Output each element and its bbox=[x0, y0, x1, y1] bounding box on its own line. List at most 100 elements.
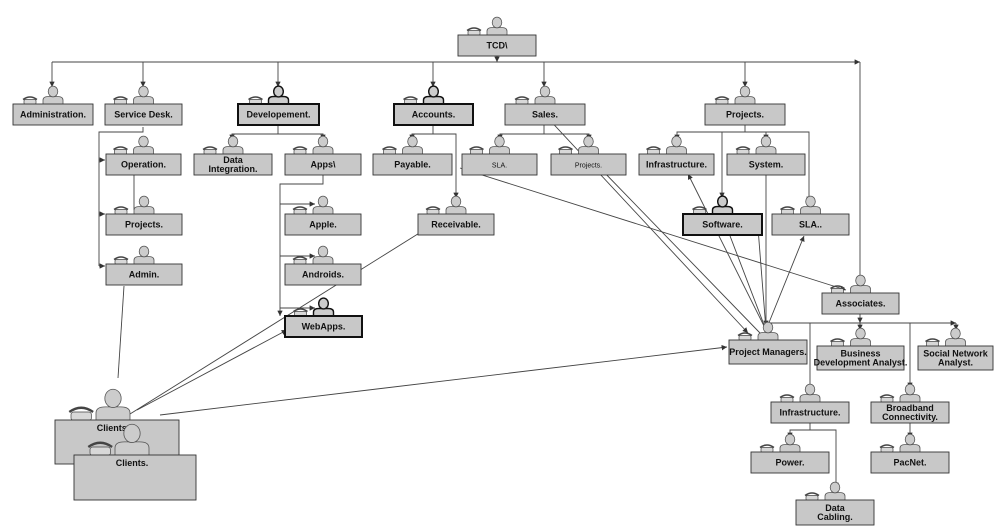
node-label-line: Clients. bbox=[97, 423, 130, 433]
phone-icon bbox=[514, 96, 530, 105]
org-connector bbox=[278, 133, 326, 140]
node-label: SLA. bbox=[492, 163, 507, 170]
node-label: Software. bbox=[702, 220, 743, 230]
node-label-line: Sales. bbox=[532, 110, 558, 120]
node-label-line: Data bbox=[825, 503, 846, 513]
phone-icon bbox=[759, 444, 775, 453]
service-desk-bracket bbox=[98, 127, 144, 266]
relation-line bbox=[117, 285, 125, 379]
node-payable: Payable. bbox=[372, 135, 453, 176]
node-box bbox=[104, 103, 183, 126]
node-label-line: Analyst. bbox=[938, 358, 973, 368]
relation-line bbox=[599, 167, 761, 334]
phone-icon bbox=[879, 444, 895, 453]
node-box bbox=[726, 153, 806, 176]
person-icon bbox=[133, 135, 154, 155]
node-clients-front: Clients. bbox=[73, 423, 197, 501]
node-box bbox=[237, 103, 320, 126]
node-administration: Administration. bbox=[12, 85, 94, 126]
person-icon bbox=[312, 245, 334, 265]
node-box bbox=[105, 213, 183, 236]
node-label: Projects. bbox=[726, 110, 764, 120]
person-icon bbox=[312, 135, 334, 155]
node-label: Apple. bbox=[309, 220, 337, 230]
phone-icon bbox=[830, 285, 845, 294]
person-icon bbox=[757, 321, 779, 341]
person-icon bbox=[824, 481, 846, 501]
person-icon bbox=[666, 135, 687, 155]
node-box bbox=[284, 263, 362, 286]
person-icon bbox=[402, 135, 423, 155]
phone-icon bbox=[925, 338, 940, 347]
node-box bbox=[795, 499, 875, 526]
person-icon bbox=[422, 85, 445, 106]
person-icon bbox=[133, 195, 155, 215]
node-label-line: Clients. bbox=[116, 458, 149, 468]
node-label-line: Payable. bbox=[394, 160, 431, 170]
person-icon bbox=[945, 327, 966, 347]
node-label-line: Apple. bbox=[309, 220, 337, 230]
person-icon bbox=[95, 388, 131, 421]
node-box bbox=[393, 103, 474, 126]
phone-icon bbox=[113, 96, 128, 105]
node-box bbox=[284, 153, 362, 176]
node-label: SLA.. bbox=[799, 220, 822, 230]
node-box bbox=[12, 103, 94, 126]
node-label-line: Admin. bbox=[129, 270, 160, 280]
relation-line bbox=[726, 227, 767, 331]
person-icon bbox=[734, 85, 756, 105]
node-label-line: Broadband bbox=[886, 403, 934, 413]
node-label: WebApps. bbox=[302, 322, 346, 332]
person-icon bbox=[133, 85, 154, 105]
person-icon bbox=[486, 16, 508, 36]
org-connector bbox=[674, 125, 746, 140]
node-label-line: Business bbox=[840, 349, 880, 359]
node-box bbox=[457, 34, 537, 57]
node-label-line: Infrastructure. bbox=[779, 408, 840, 418]
node-label-line: Associates. bbox=[835, 299, 885, 309]
node-apple: Apple. bbox=[284, 195, 362, 236]
node-label: Power. bbox=[775, 458, 804, 468]
node-label-line: Integration. bbox=[209, 164, 258, 174]
node-sla-sales: SLA. bbox=[461, 135, 538, 176]
node-box bbox=[917, 345, 994, 371]
phone-icon bbox=[382, 146, 397, 155]
node-box bbox=[193, 153, 273, 176]
relation-line bbox=[755, 227, 767, 331]
node-label: Projects. bbox=[125, 220, 163, 230]
relation-line bbox=[765, 235, 805, 331]
node-label-line: WebApps. bbox=[302, 322, 346, 332]
node-tcd: TCD\ bbox=[457, 16, 537, 57]
node-power: Power. bbox=[750, 433, 830, 474]
node-associates: Associates. bbox=[821, 274, 900, 315]
node-admin: Admin. bbox=[105, 245, 183, 286]
node-webapps: WebApps. bbox=[284, 297, 363, 338]
node-box bbox=[771, 213, 850, 236]
node-label-line: Power. bbox=[775, 458, 804, 468]
phone-icon bbox=[780, 206, 795, 215]
node-sales: Sales. bbox=[504, 85, 586, 126]
node-projects-sd: Projects. bbox=[105, 195, 183, 236]
node-label-line: Software. bbox=[702, 220, 743, 230]
node-label-line: Receivable. bbox=[431, 220, 481, 230]
org-connector bbox=[277, 175, 324, 316]
node-label: Sales. bbox=[532, 110, 558, 120]
phone-icon bbox=[113, 206, 129, 215]
org-connector bbox=[497, 125, 545, 140]
node-label: Clients. bbox=[97, 423, 130, 433]
phone-icon bbox=[113, 146, 128, 155]
person-icon bbox=[711, 195, 734, 216]
person-icon bbox=[312, 297, 335, 318]
node-box bbox=[821, 292, 900, 315]
phone-icon bbox=[22, 96, 38, 105]
phone-icon bbox=[68, 406, 94, 421]
node-box bbox=[750, 451, 830, 474]
node-label-line: Developement. bbox=[246, 110, 310, 120]
node-label: Associates. bbox=[835, 299, 885, 309]
phone-icon bbox=[735, 146, 751, 155]
phone-icon bbox=[779, 394, 795, 403]
